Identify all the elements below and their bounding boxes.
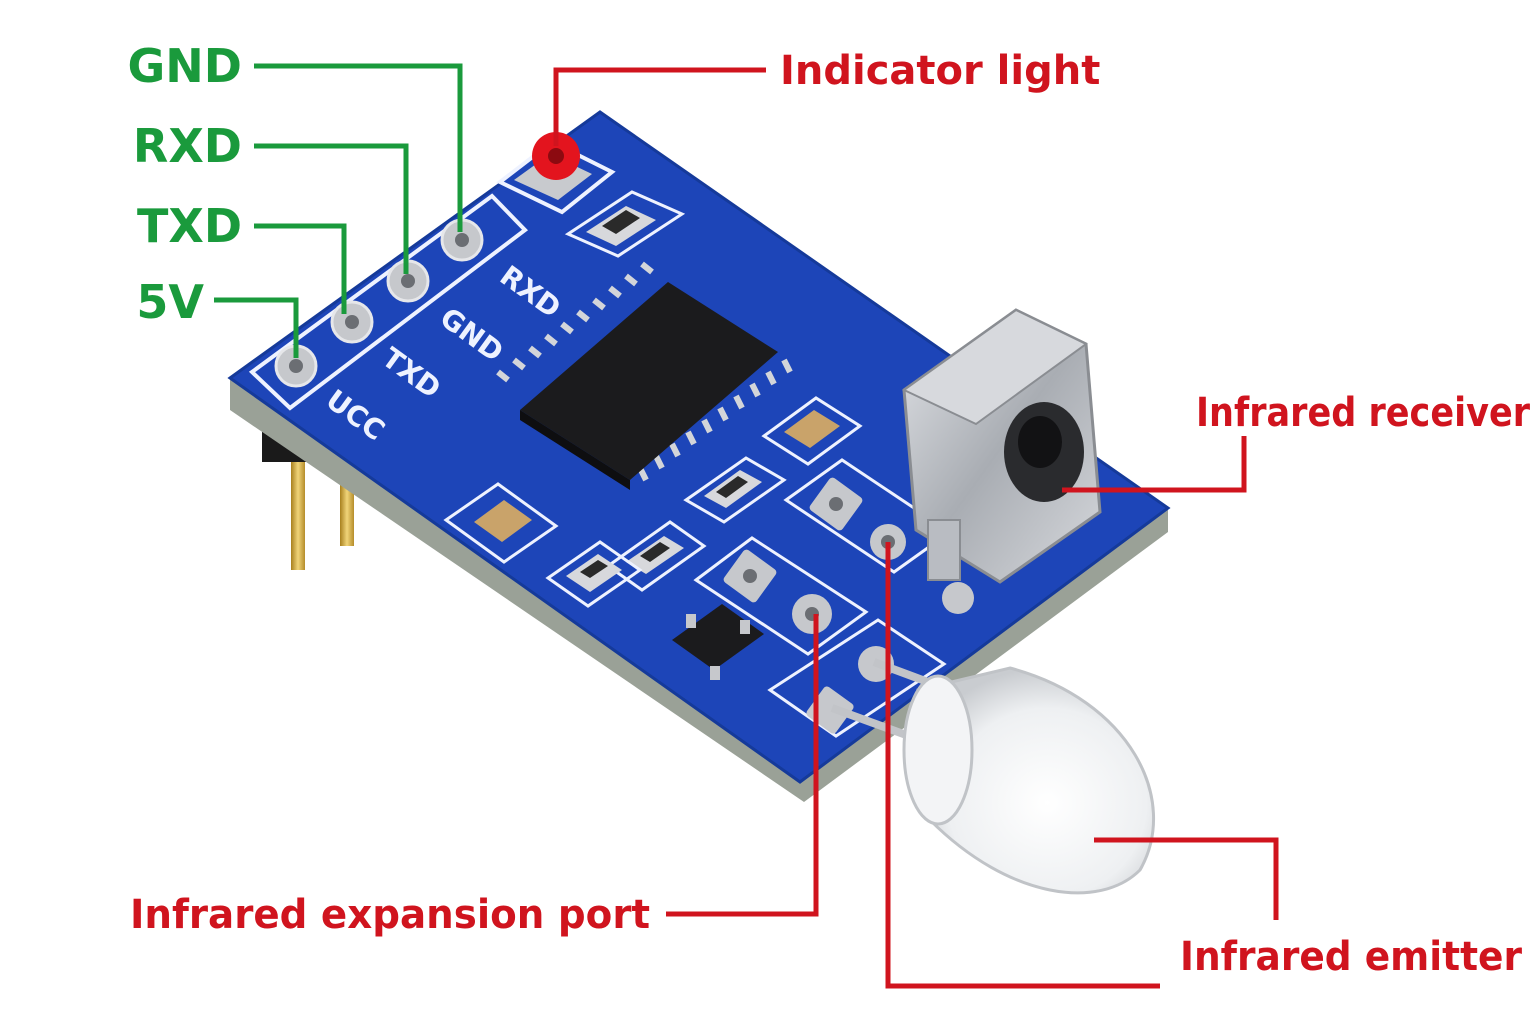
leader-gnd xyxy=(254,63,463,232)
leader-txd xyxy=(254,223,347,314)
resistor-r2 xyxy=(683,456,787,524)
resistor-r3 xyxy=(605,520,707,592)
capacitor-c2 xyxy=(443,482,559,564)
label-txd: TXD xyxy=(137,199,242,253)
infrared-emitter xyxy=(830,658,1156,895)
transistor xyxy=(672,604,764,680)
resistor-r1 xyxy=(564,190,686,258)
label-5v: 5V xyxy=(136,275,204,329)
label-infrared-receiver: Infrared receiver xyxy=(1196,390,1530,436)
leader-rxd xyxy=(254,143,409,274)
infrared-receiver xyxy=(902,308,1102,614)
header-silk-outline xyxy=(248,193,529,411)
capacitor-c1 xyxy=(761,396,863,466)
leader-indicator xyxy=(553,67,766,146)
leader-5v xyxy=(214,297,299,358)
label-infrared-emitter: Infrared emitter xyxy=(1180,934,1522,980)
indicator-led xyxy=(496,132,616,215)
leader-expansion xyxy=(666,614,819,917)
resistor-r4 xyxy=(545,540,643,608)
ic-chip xyxy=(496,261,793,490)
pcb-board xyxy=(227,110,1171,784)
label-indicator-light: Indicator light xyxy=(780,48,1100,94)
label-rxd: RXD xyxy=(133,119,242,173)
leader-emitter-pad xyxy=(885,542,1160,989)
label-gnd: GND xyxy=(128,39,242,93)
leader-receiver xyxy=(1062,436,1247,493)
label-infrared-expansion-port: Infrared expansion port xyxy=(130,892,650,938)
expansion-port-pads xyxy=(693,536,869,656)
leader-emitter xyxy=(1094,837,1279,920)
header-pads xyxy=(274,218,484,388)
